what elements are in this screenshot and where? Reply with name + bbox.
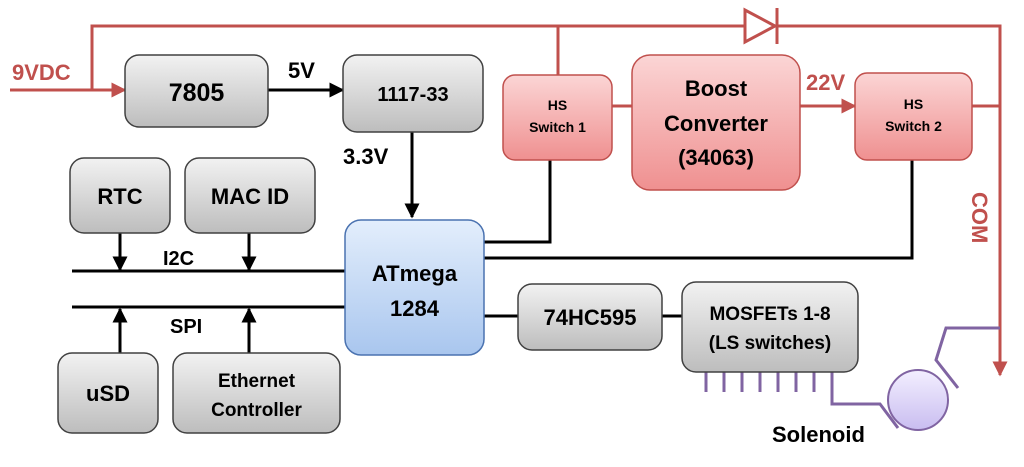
boost-label-line3: (34063) [678, 145, 754, 170]
mac-id-label: MAC ID [211, 184, 289, 209]
block-hs-switch-2: HS Switch 2 [854, 72, 973, 161]
spi-label: SPI [170, 316, 202, 338]
solenoid-coil [887, 369, 949, 431]
block-mac-id: MAC ID [184, 157, 316, 234]
solenoid-assembly [704, 326, 1000, 431]
input-voltage-label: 9VDC [12, 60, 71, 85]
three-volt-label: 3.3V [343, 144, 389, 169]
twentytwo-volt-label: 22V [806, 70, 845, 95]
mcu-to-hs1-wire [484, 160, 552, 244]
block-boost-converter: Boost Converter (34063) [631, 54, 801, 191]
mcu-to-hs2-wire [484, 160, 914, 260]
mcu-label-line2: 1284 [390, 296, 440, 321]
rtc-label: RTC [97, 184, 142, 209]
signal-wiring [72, 82, 914, 353]
i2c-label: I2C [163, 248, 194, 270]
block-7805-label: 7805 [169, 79, 225, 107]
com-label: COM [967, 192, 992, 243]
block-1117-label: 1117-33 [377, 84, 448, 106]
block-74hc595: 74HC595 [517, 283, 663, 351]
block-mosfets: MOSFETs 1-8 (LS switches) [681, 281, 859, 373]
mosfet-label-line2: (LS switches) [709, 333, 831, 354]
solenoid-label: Solenoid [772, 422, 865, 447]
diode-symbol [743, 7, 779, 45]
ethernet-label-line1: Ethernet [218, 371, 296, 392]
block-rtc: RTC [69, 157, 171, 234]
block-1117: 1117-33 [342, 54, 484, 133]
mosfet-label-line1: MOSFETs 1-8 [709, 304, 830, 325]
top-power-rail [90, 24, 1008, 377]
hs1-label-line1: HS [548, 97, 567, 113]
hs2-label-line2: Switch 2 [885, 118, 942, 134]
boost-label-line2: Converter [664, 111, 768, 136]
hs1-label-line2: Switch 1 [529, 119, 586, 135]
power-wiring [10, 24, 1008, 377]
block-ethernet: Ethernet Controller [172, 352, 341, 434]
block-7805: 7805 [124, 54, 269, 128]
solenoid-low-side-wire [830, 392, 900, 429]
ethernet-label-line2: Controller [211, 400, 302, 421]
block-usd: uSD [57, 352, 159, 434]
usd-label: uSD [86, 381, 130, 406]
mcu-label-line1: ATmega [372, 261, 458, 286]
shift-register-label: 74HC595 [544, 305, 637, 330]
block-hs-switch-1: HS Switch 1 [502, 74, 613, 161]
boost-label-line1: Boost [685, 76, 748, 101]
hs2-label-line1: HS [904, 96, 923, 112]
block-atmega: ATmega 1284 [344, 219, 485, 356]
five-volt-label: 5V [288, 58, 315, 83]
solenoid-high-side-wire [934, 326, 1000, 389]
